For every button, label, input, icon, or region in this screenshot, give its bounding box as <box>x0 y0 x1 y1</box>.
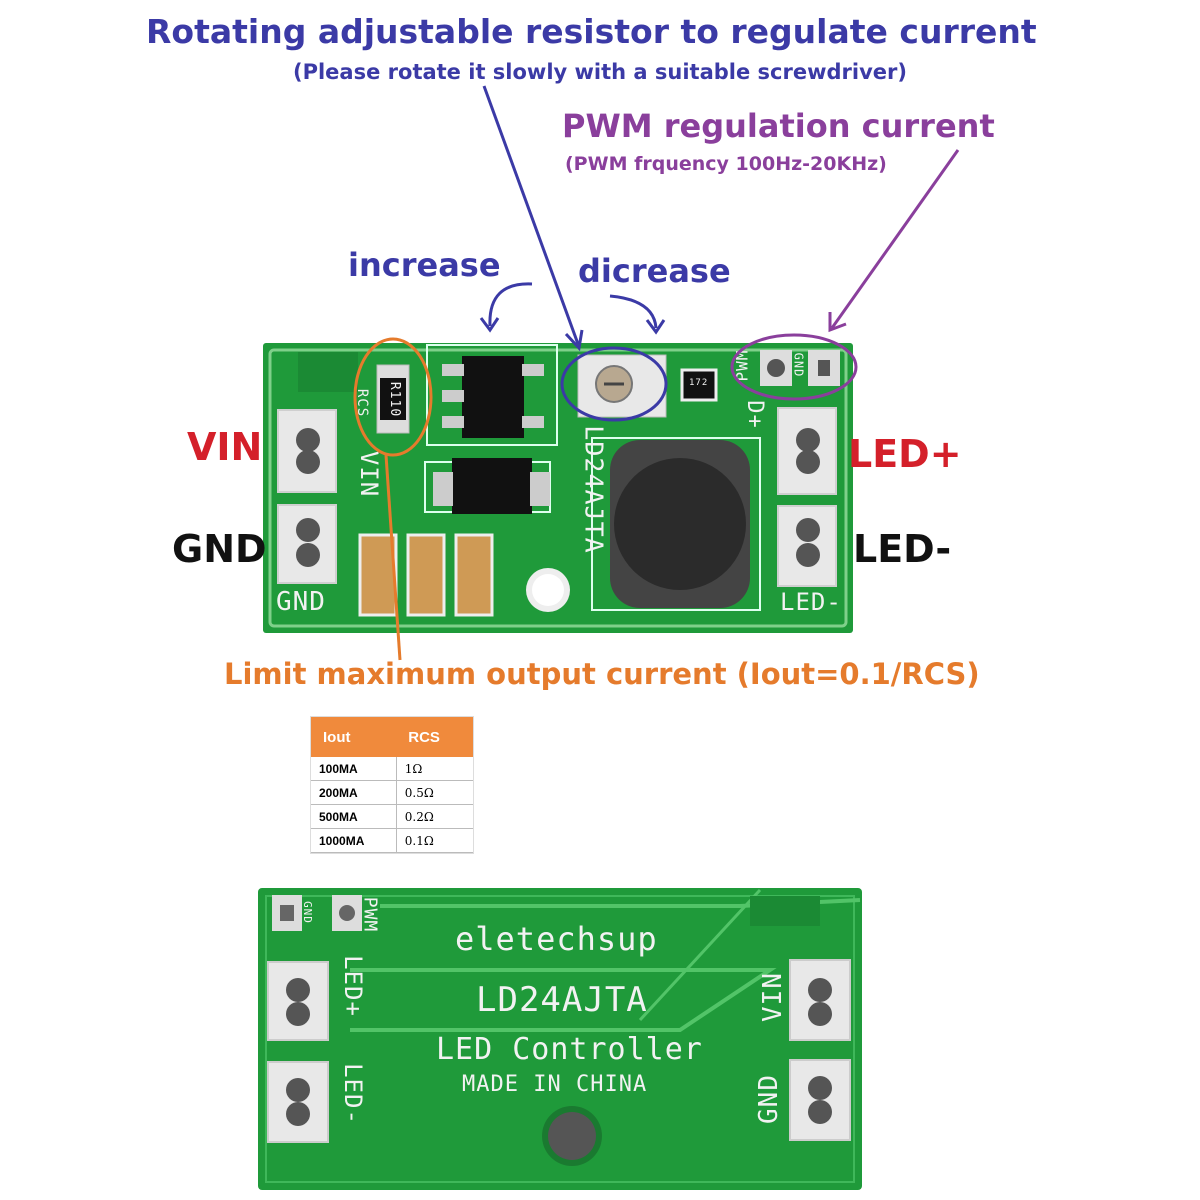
table-row: 100MA 1Ω <box>311 757 473 781</box>
pwm-title: PWM regulation current <box>562 107 995 145</box>
table-row: 500MA 0.2Ω <box>311 804 473 829</box>
bottom-silk-pwm: PWM <box>359 896 381 933</box>
table-cell: 0.2Ω <box>396 804 473 829</box>
bottom-silk-vin: VIN <box>757 972 788 1022</box>
table-cell: 1Ω <box>396 757 473 781</box>
pot-highlight-circle <box>560 346 668 422</box>
silk-172: 172 <box>689 378 709 388</box>
bottom-silk-gnd: GND <box>300 901 314 924</box>
table-cell: 0.1Ω <box>396 828 473 853</box>
bottom-silk-led-minus: LED- <box>338 1063 367 1125</box>
table-cell: 200MA <box>311 780 397 805</box>
rcs-highlight-circle <box>353 337 433 457</box>
bottom-model: LD24AJTA <box>476 980 648 1020</box>
bottom-silk-gnd-right: GND <box>753 1074 784 1124</box>
gnd-label: GND <box>172 527 267 571</box>
table-row: 200MA 0.5Ω <box>311 780 473 805</box>
silk-gnd: GND <box>276 587 326 617</box>
table-row: 1000MA 0.1Ω <box>311 828 473 853</box>
pwm-highlight-circle <box>730 333 858 401</box>
table-cell: 0.5Ω <box>396 780 473 805</box>
vin-label: VIN <box>187 425 263 469</box>
headline-note: (Please rotate it slowly with a suitable… <box>293 60 907 84</box>
table-header-iout: Iout <box>311 717 397 757</box>
table-cell: 100MA <box>311 757 397 781</box>
led-plus-label: LED+ <box>848 432 962 476</box>
led-minus-label: LED- <box>853 527 952 571</box>
increase-label: increase <box>348 246 501 284</box>
bottom-desc: LED Controller <box>436 1032 703 1067</box>
limit-current-text: Limit maximum output current (Iout=0.1/R… <box>224 657 980 691</box>
headline: Rotating adjustable resistor to regulate… <box>146 12 1037 51</box>
rcs-table-wrap: Iout RCS 100MA 1Ω 200MA 0.5Ω 500MA 0.2Ω … <box>310 716 474 854</box>
bottom-silk-led-plus: LED+ <box>338 955 367 1017</box>
pwm-note: (PWM frquency 100Hz-20KHz) <box>565 153 887 175</box>
table-cell: 500MA <box>311 804 397 829</box>
table-cell: 1000MA <box>311 828 397 853</box>
bottom-origin: MADE IN CHINA <box>462 1072 648 1097</box>
table-header-rcs: RCS <box>396 717 473 757</box>
bottom-brand: eletechsup <box>455 920 658 958</box>
rcs-table: Iout RCS 100MA 1Ω 200MA 0.5Ω 500MA 0.2Ω … <box>311 717 473 853</box>
decrease-label: dicrease <box>578 252 731 290</box>
silk-led-minus: LED- <box>780 588 842 616</box>
